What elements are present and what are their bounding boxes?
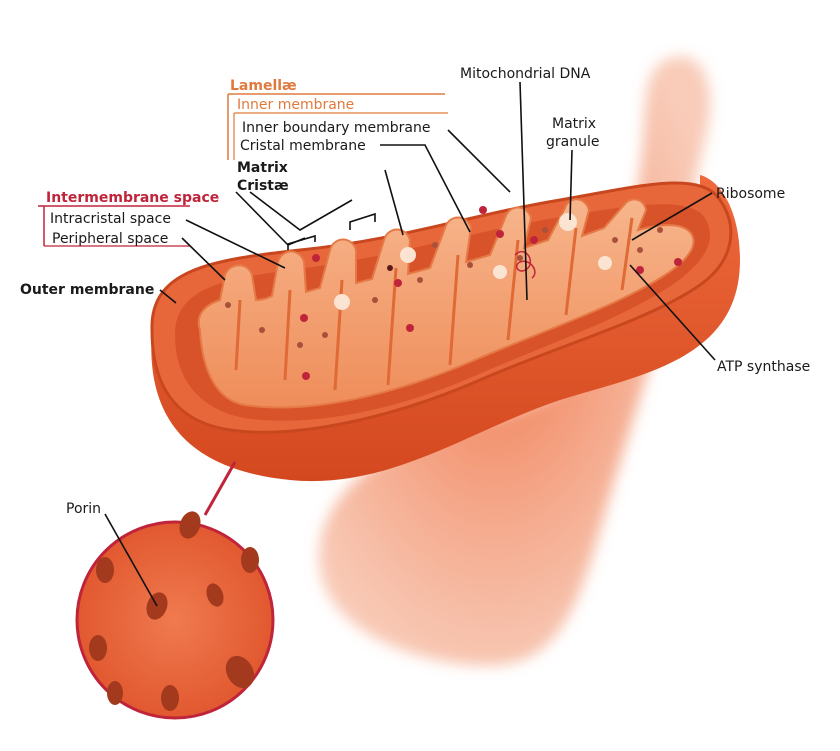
label-peripheral-space: Peripheral space [52, 231, 168, 247]
label-intracristal-space: Intracristal space [50, 211, 171, 227]
outer-membrane [151, 175, 740, 482]
mitochondrion-body [150, 175, 740, 482]
label-brackets [38, 93, 448, 247]
label-porin: Porin [66, 501, 101, 517]
label-mitochondrial-dna: Mitochondrial DNA [460, 66, 591, 82]
mitochondrial-dna-strand [514, 250, 536, 279]
diagram-labels: Lamellæ Inner membrane Inner boundary me… [20, 66, 810, 517]
label-inner-membrane: Inner membrane [237, 97, 354, 113]
label-matrix-granule-2: granule [546, 134, 599, 150]
label-outer-membrane: Outer membrane [20, 282, 154, 298]
label-cristae: Cristæ [237, 178, 289, 194]
label-ribosome: Ribosome [716, 186, 785, 202]
label-inner-boundary-membrane: Inner boundary membrane [242, 120, 430, 136]
label-intermembrane-space: Intermembrane space [46, 190, 219, 206]
porin-magnification [75, 461, 275, 720]
background-mitochondrion [319, 56, 711, 666]
label-atp-synthase: ATP synthase [717, 359, 810, 375]
label-matrix-granule-1: Matrix [552, 116, 596, 132]
label-matrix: Matrix [237, 160, 288, 176]
label-cristal-membrane: Cristal membrane [240, 138, 366, 154]
label-lamellae: Lamellæ [230, 78, 297, 94]
leader-lines [104, 81, 716, 607]
